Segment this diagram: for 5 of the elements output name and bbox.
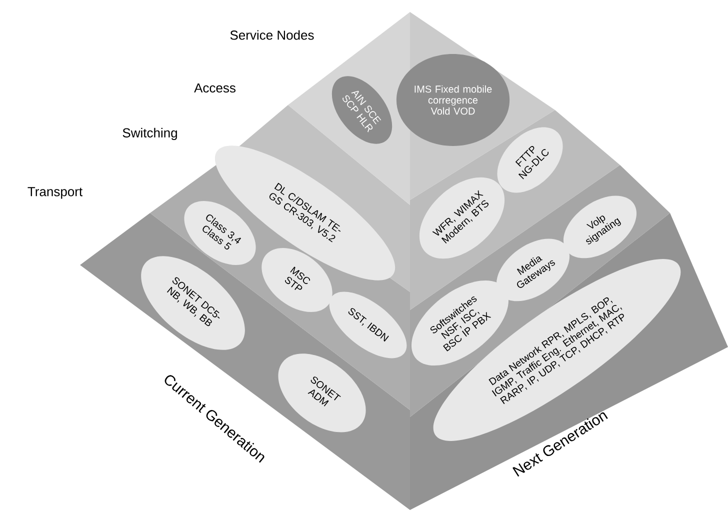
layer-label: Access: [194, 83, 236, 93]
oval-label: IMS Fixed mobile corregence Vold VOD: [396, 54, 510, 146]
layer-label: Transport: [28, 187, 82, 199]
layer-label: Switching: [122, 128, 177, 140]
layer-label: Service Nodes: [230, 30, 314, 40]
